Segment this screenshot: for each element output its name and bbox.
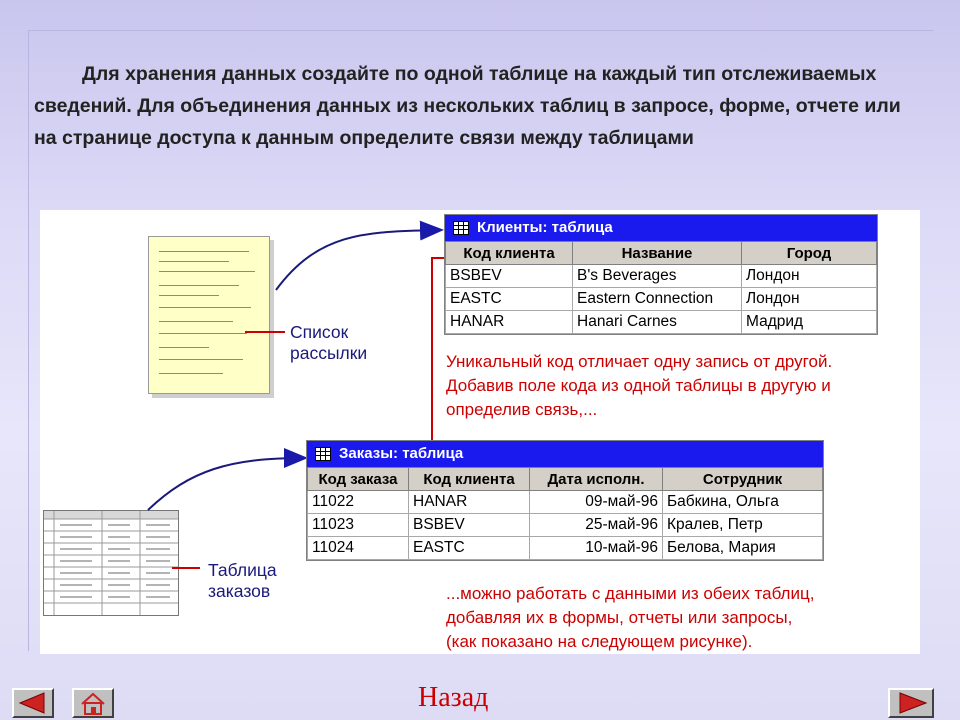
table-icon	[315, 447, 331, 461]
table-cell[interactable]: 25-май-96	[529, 513, 663, 537]
mailing-list-label-line: Список	[290, 322, 349, 342]
orders-header-row: Код заказа Код клиента Дата исполн. Сотр…	[307, 467, 823, 491]
column-header[interactable]: Код клиента	[445, 241, 573, 265]
orders-window-title-bar[interactable]: Заказы: таблица	[307, 441, 823, 467]
table-cell[interactable]: B's Beverages	[572, 264, 742, 288]
clients-table: Код клиента Название Город BSBEV B's Bev…	[445, 241, 877, 334]
table-row[interactable]: HANAR Hanari Carnes Мадрид	[445, 310, 877, 334]
note-line: Уникальный код отличает одну запись от д…	[446, 352, 833, 371]
orders-window-title: Заказы: таблица	[339, 445, 464, 462]
mailing-list-label: Список рассылки	[290, 322, 367, 364]
table-cell[interactable]: Лондон	[741, 264, 877, 288]
table-cell[interactable]: BSBEV	[408, 513, 530, 537]
table-cell[interactable]: 11024	[307, 536, 409, 560]
table-row[interactable]: 11022 HANAR 09-май-96 Бабкина, Ольга	[307, 490, 823, 514]
table-cell[interactable]: Мадрид	[741, 310, 877, 334]
column-header[interactable]: Сотрудник	[662, 467, 823, 491]
note-line: определив связь,...	[446, 400, 598, 419]
orders-sheet-icon	[43, 510, 179, 616]
table-cell[interactable]: Кралев, Петр	[662, 513, 823, 537]
table-cell[interactable]: Белова, Мария	[662, 536, 823, 560]
mailing-list-document-icon	[148, 236, 270, 394]
table-cell[interactable]: 10-май-96	[529, 536, 663, 560]
note-line: (как показано на следующем рисунке).	[446, 632, 753, 651]
table-cell[interactable]: 11022	[307, 490, 409, 514]
table-row[interactable]: EASTC Eastern Connection Лондон	[445, 287, 877, 311]
orders-table-label-line: заказов	[208, 581, 271, 601]
work-with-data-note: ...можно работать с данными из обеих таб…	[446, 582, 814, 654]
clients-header-row: Код клиента Название Город	[445, 241, 877, 265]
column-header[interactable]: Название	[572, 241, 742, 265]
orders-table-window[interactable]: Заказы: таблица Код заказа Код клиента Д…	[306, 440, 824, 561]
column-header[interactable]: Код клиента	[408, 467, 530, 491]
table-row[interactable]: BSBEV B's Beverages Лондон	[445, 264, 877, 288]
arrow-left-icon	[18, 692, 45, 714]
mailing-list-label-line: рассылки	[290, 343, 368, 363]
table-row[interactable]: 11024 EASTC 10-май-96 Белова, Мария	[307, 536, 823, 560]
unique-key-note: Уникальный код отличает одну запись от д…	[446, 350, 832, 422]
clients-window-title-bar[interactable]: Клиенты: таблица	[445, 215, 877, 241]
diagram-figure: Список рассылки Таблица заказов Клиенты:…	[40, 210, 920, 654]
table-cell[interactable]: HANAR	[408, 490, 530, 514]
table-cell[interactable]: Бабкина, Ольга	[662, 490, 823, 514]
arrow-right-icon	[899, 692, 928, 714]
column-header[interactable]: Город	[741, 241, 877, 265]
table-cell[interactable]: 11023	[307, 513, 409, 537]
clients-table-window[interactable]: Клиенты: таблица Код клиента Название Го…	[444, 214, 878, 335]
slide-heading: Для хранения данных создайте по одной та…	[34, 63, 901, 149]
prev-slide-button[interactable]	[12, 688, 54, 718]
table-cell[interactable]: BSBEV	[445, 264, 573, 288]
note-line: Добавив поле кода из одной таблицы в дру…	[446, 376, 831, 395]
table-row[interactable]: 11023 BSBEV 25-май-96 Кралев, Петр	[307, 513, 823, 537]
slide-frame	[28, 30, 933, 651]
column-header[interactable]: Дата исполн.	[529, 467, 663, 491]
table-cell[interactable]: Лондон	[741, 287, 877, 311]
orders-table-label: Таблица заказов	[208, 560, 277, 602]
table-cell[interactable]: Eastern Connection	[572, 287, 742, 311]
note-line: добавляя их в формы, отчеты или запросы,	[446, 608, 793, 627]
clients-window-title: Клиенты: таблица	[477, 219, 613, 236]
orders-table-label-line: Таблица	[208, 560, 277, 580]
home-icon	[81, 692, 105, 715]
back-link[interactable]: Назад	[418, 682, 489, 713]
orders-table: Код заказа Код клиента Дата исполн. Сотр…	[307, 467, 823, 560]
next-slide-button[interactable]	[888, 688, 934, 718]
note-line: ...можно работать с данными из обеих таб…	[446, 584, 815, 603]
column-header[interactable]: Код заказа	[307, 467, 409, 491]
table-icon	[453, 221, 469, 235]
table-cell[interactable]: 09-май-96	[529, 490, 663, 514]
home-button[interactable]	[72, 688, 114, 718]
table-cell[interactable]: EASTC	[408, 536, 530, 560]
table-cell[interactable]: HANAR	[445, 310, 573, 334]
table-cell[interactable]: EASTC	[445, 287, 573, 311]
table-cell[interactable]: Hanari Carnes	[572, 310, 742, 334]
